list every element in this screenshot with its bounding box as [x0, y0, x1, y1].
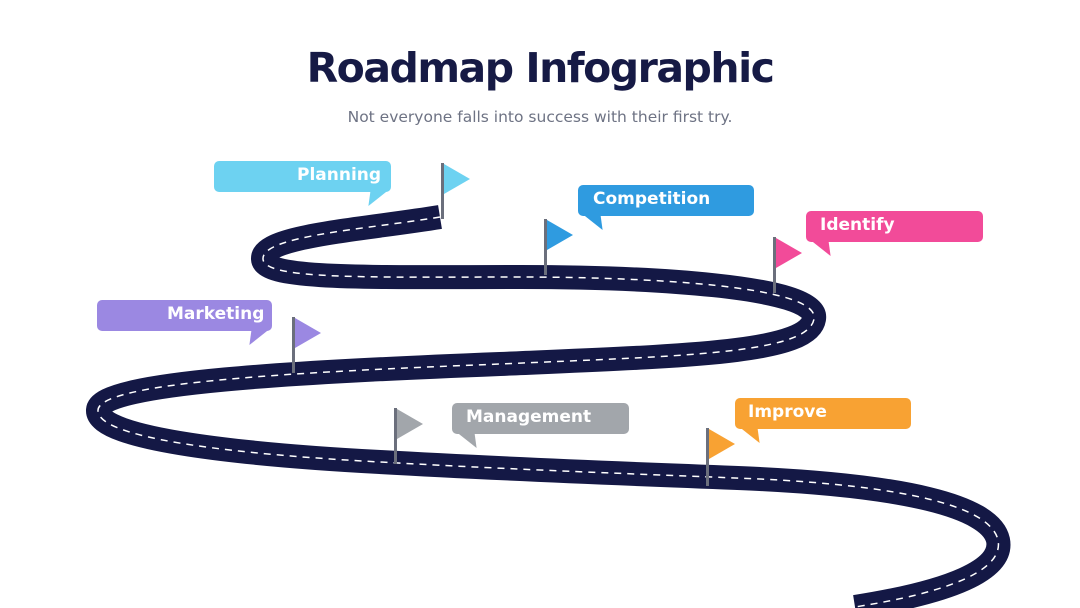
page-title: Roadmap Infographic — [306, 44, 775, 92]
flag-pennant — [547, 220, 573, 250]
milestone-label-management: Management — [466, 407, 592, 427]
milestone-label-planning: Planning — [297, 165, 382, 185]
milestone-callout-marketing: Marketing — [97, 300, 272, 345]
flag-pole — [544, 219, 547, 275]
milestone-flag-competition — [544, 219, 573, 275]
flag-pole — [773, 237, 776, 293]
milestone-flag-management — [394, 408, 423, 464]
milestone-flag-improve — [706, 428, 735, 486]
flag-pennant — [295, 318, 321, 348]
milestone-label-identify: Identify — [820, 215, 895, 235]
milestone-callout-identify: Identify — [806, 211, 983, 256]
flag-pole — [706, 428, 709, 486]
milestone-callout-improve: Improve — [735, 398, 911, 443]
flag-pole — [441, 163, 444, 219]
flag-pennant — [397, 409, 423, 439]
flag-pole — [292, 317, 295, 373]
page-subtitle: Not everyone falls into success with the… — [347, 108, 733, 126]
milestone-flag-marketing — [292, 317, 321, 373]
flag-pennant — [444, 164, 470, 194]
flag-pennant — [776, 238, 802, 268]
milestone-callout-competition: Competition — [578, 185, 754, 230]
flag-pole — [394, 408, 397, 464]
milestone-callout-management: Management — [452, 403, 629, 448]
road-centerline — [97, 216, 1000, 608]
flag-pennant — [709, 429, 735, 459]
milestone-callout-planning: Planning — [214, 161, 391, 206]
milestone-label-marketing: Marketing — [167, 304, 265, 324]
milestone-label-improve: Improve — [748, 402, 827, 422]
milestone-flag-identify — [773, 237, 802, 293]
milestone-label-competition: Competition — [593, 189, 711, 209]
milestone-flag-planning — [441, 163, 470, 219]
